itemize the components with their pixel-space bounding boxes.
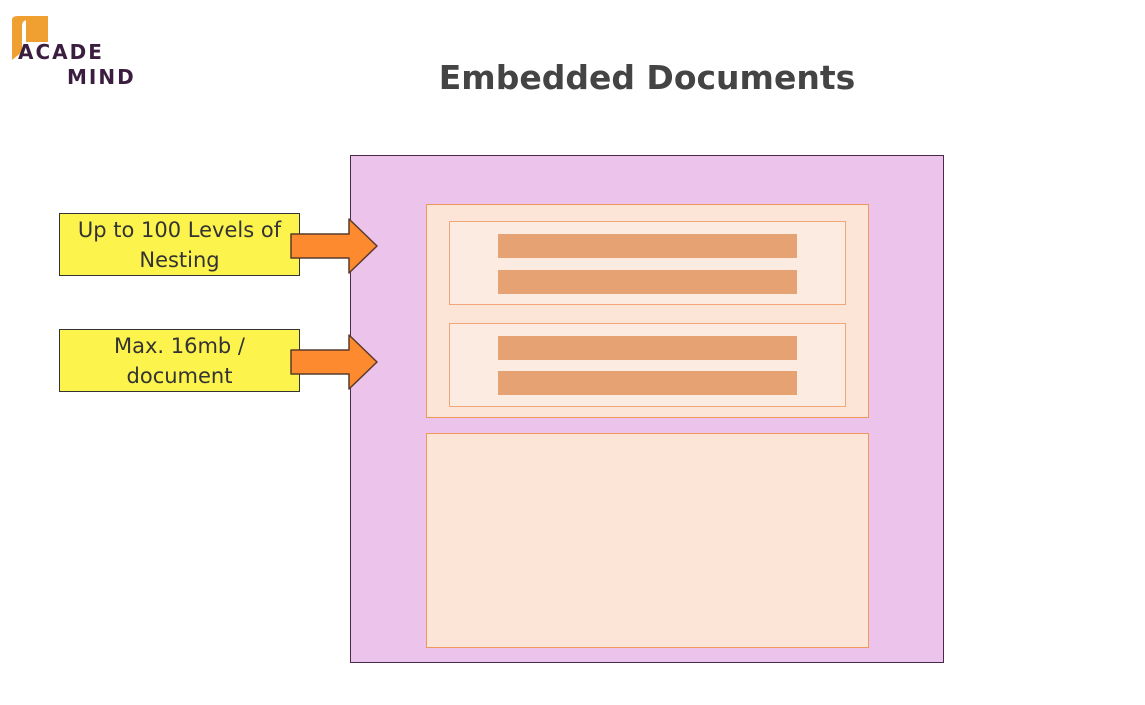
- logo-mark-icon: [12, 16, 48, 60]
- arrow-right-icon: [290, 218, 378, 274]
- embedded-document-2-field-1: [498, 336, 797, 360]
- embedded-document-1-field-2: [498, 270, 797, 294]
- callout-max-size: Max. 16mb / document: [59, 329, 300, 392]
- embedded-document-2-field-2: [498, 371, 797, 395]
- academind-logo: ACADE MIND: [4, 10, 144, 90]
- slide-title: Embedded Documents: [438, 58, 856, 97]
- document-remaining-area: [426, 433, 869, 648]
- logo-text-line2: MIND: [67, 65, 136, 89]
- embedded-document-1-field-1: [498, 234, 797, 258]
- callout-nesting-levels: Up to 100 Levels of Nesting: [59, 213, 300, 276]
- logo-text-line1: ACADE: [18, 40, 104, 64]
- arrow-right-icon: [290, 334, 378, 390]
